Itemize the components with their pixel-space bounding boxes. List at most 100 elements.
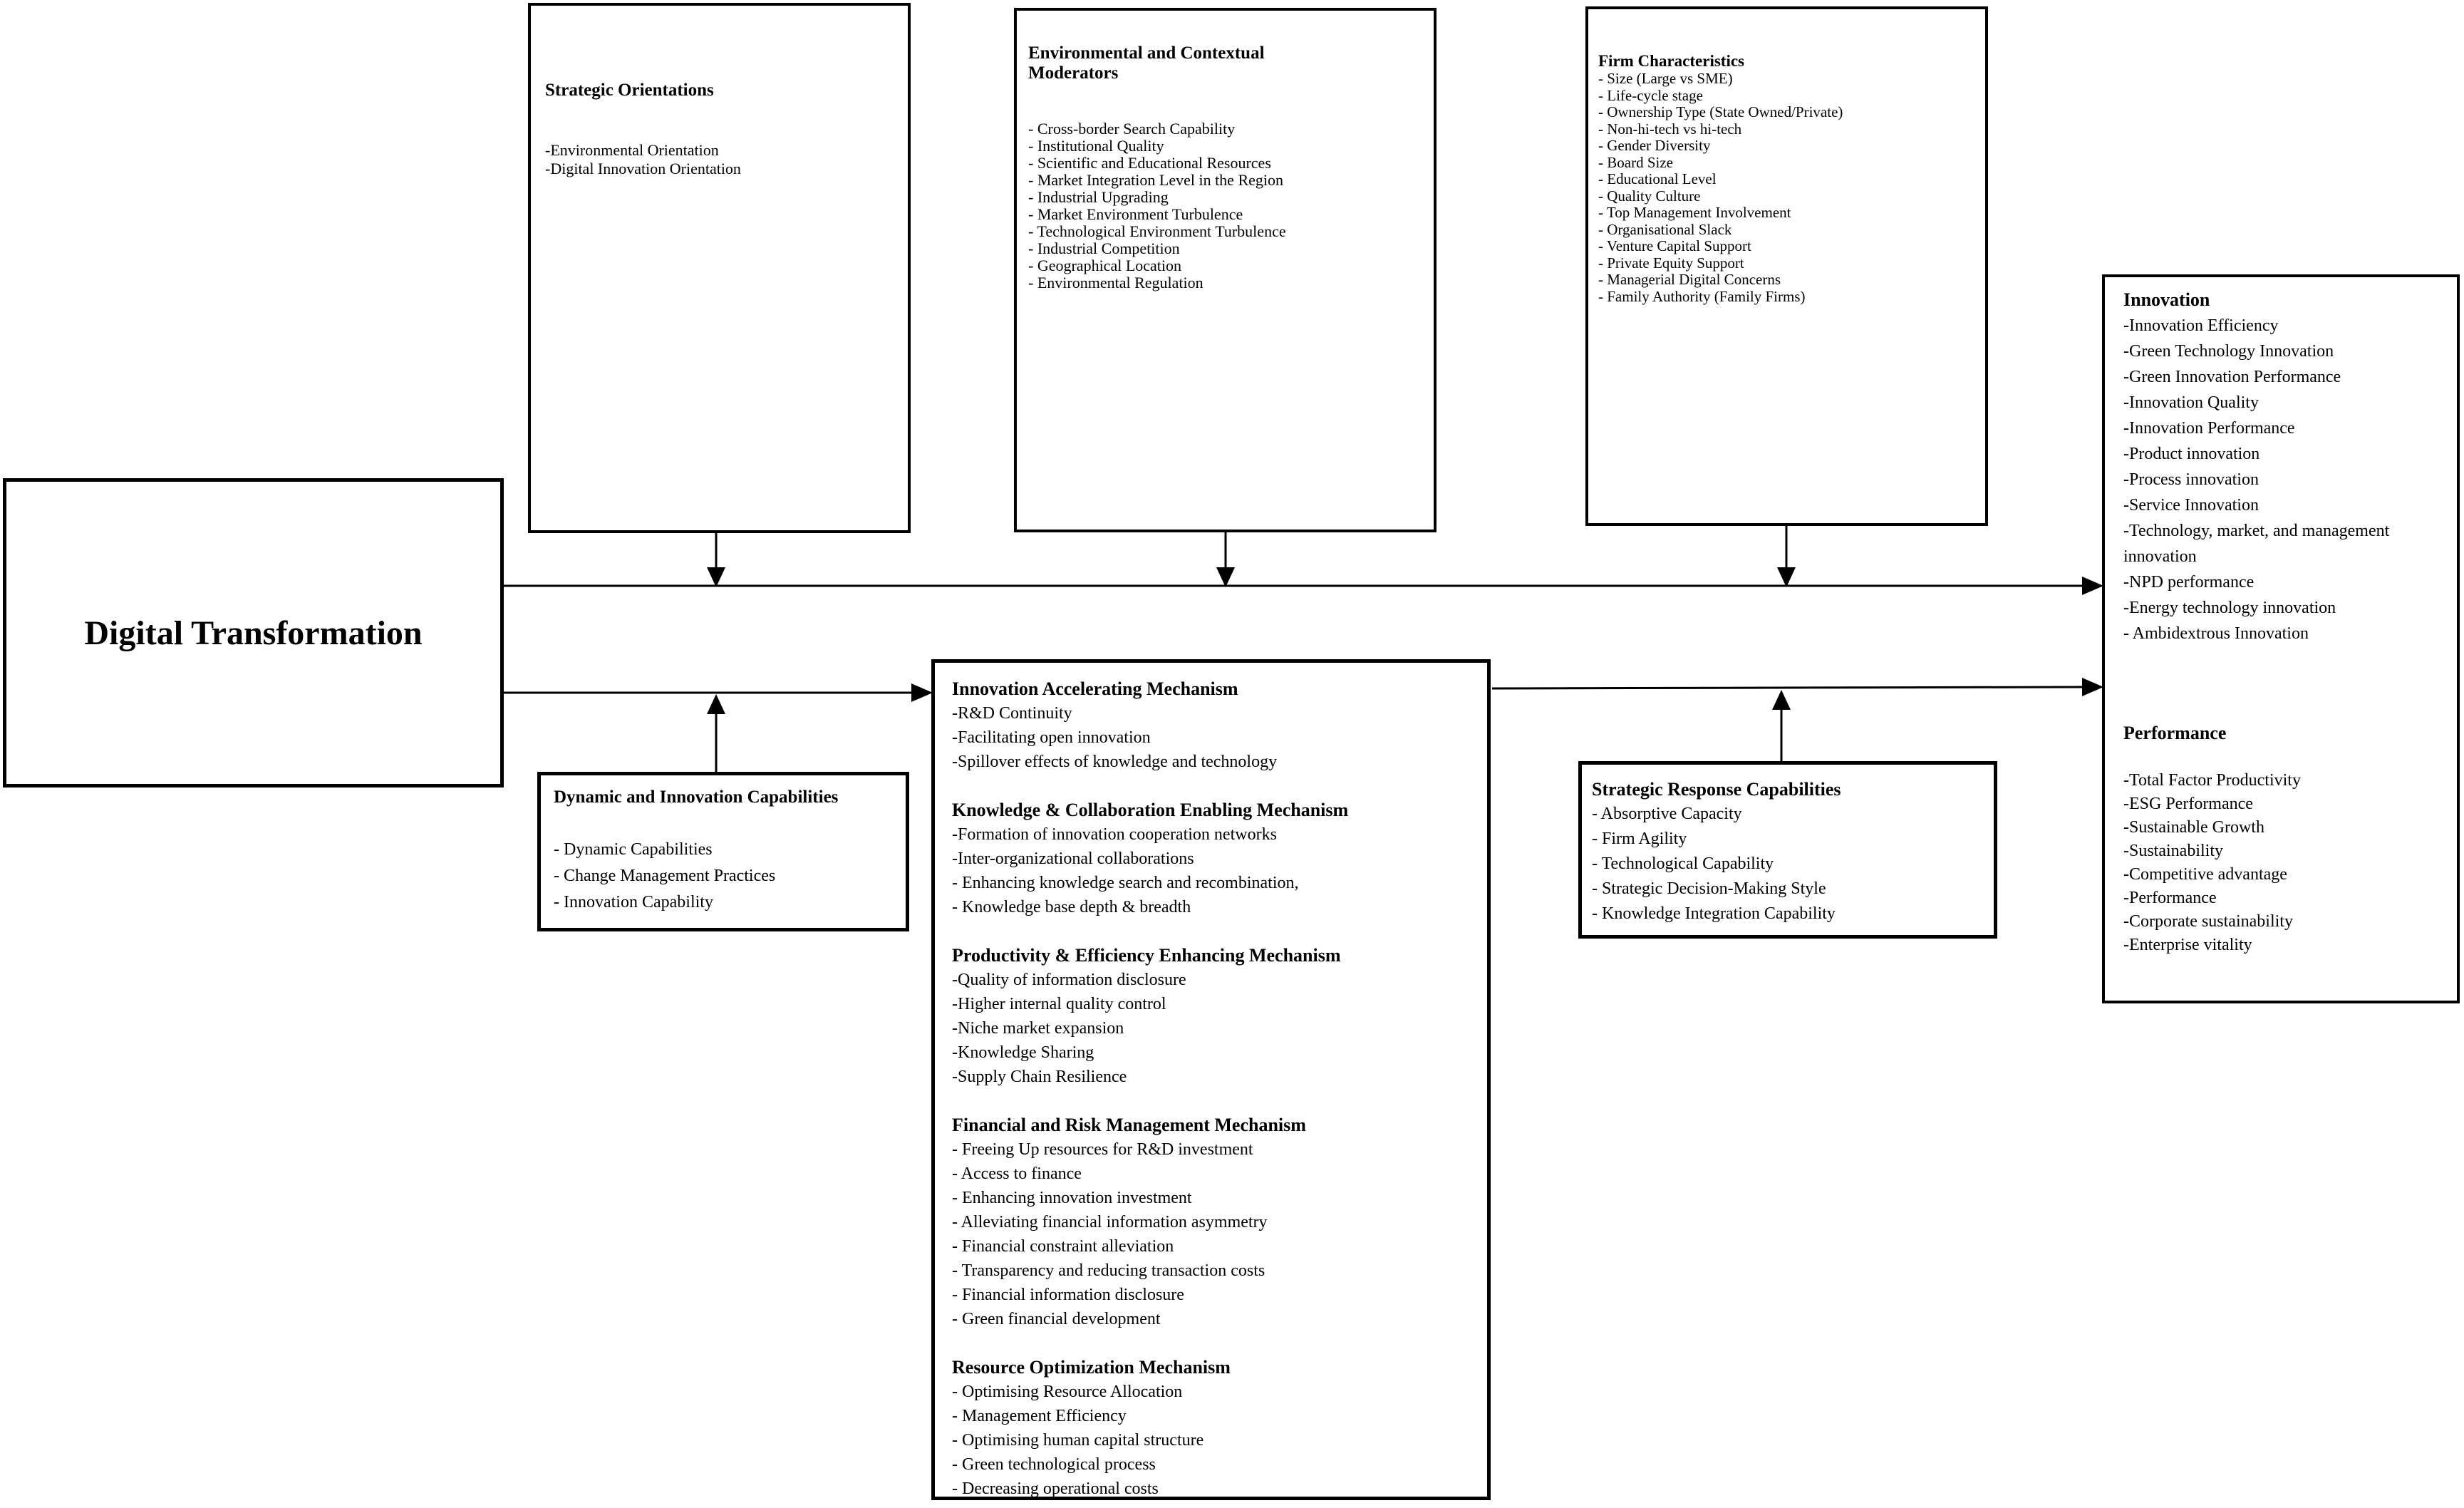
list-item: -Quality of information disclosure [952, 971, 1186, 989]
list-item: - Technological Capability [1592, 854, 1774, 873]
dynamic-innovation-capabilities-title: Dynamic and Innovation Capabilities [554, 787, 839, 807]
mechanisms-box: Innovation Accelerating Mechanism -R&D C… [931, 659, 1491, 1500]
mechanism-section-resource-optimization: Resource Optimization Mechanism - Optimi… [952, 1355, 1477, 1501]
dynamic-innovation-capabilities-list: - Dynamic Capabilities - Change Managemen… [554, 837, 899, 916]
list-item: -Formation of innovation cooperation net… [952, 825, 1277, 844]
list-item: - Knowledge base depth & breadth [952, 898, 1191, 916]
arrowhead-dynamic-capabilities [707, 694, 725, 714]
list-item: -Performance [2123, 889, 2217, 907]
list-item: - Strategic Decision-Making Style [1592, 879, 1826, 898]
innovation-title: Innovation [2123, 289, 2210, 310]
list-item: - Technological Environment Turbulence [1028, 222, 1286, 240]
arrow-line-mechanisms-to-performance [1491, 686, 2084, 690]
list-item: -Competitive advantage [2123, 865, 2287, 884]
list-item: - Private Equity Support [1598, 254, 1744, 272]
list-item: - Environmental Regulation [1028, 274, 1203, 291]
firm-characteristics-title: Firm Characteristics [1598, 52, 1745, 70]
list-item: - Optimising Resource Allocation [952, 1383, 1183, 1401]
list-item: - Firm Agility [1592, 830, 1687, 848]
list-item: - Managerial Digital Concerns [1598, 271, 1781, 288]
performance-title: Performance [2123, 723, 2227, 743]
list-item: - Financial constraint alleviation [952, 1237, 1174, 1256]
strategic-orientations-box: Strategic Orientations -Environmental Or… [528, 3, 911, 533]
list-item: -NPD performance [2123, 573, 2255, 592]
list-item: -Green Technology Innovation [2123, 342, 2334, 361]
arrowhead-dt-to-innovation [2082, 577, 2103, 595]
list-item: -Facilitating open innovation [952, 728, 1151, 747]
list-item: -ESG Performance [2123, 795, 2253, 813]
mechanism-section-productivity-efficiency: Productivity & Efficiency Enhancing Mech… [952, 944, 1477, 1089]
arrowhead-mechanisms-to-performance [2082, 678, 2103, 696]
mechanism-section-title: Resource Optimization Mechanism [952, 1357, 1231, 1378]
arrowhead-strategic-response [1772, 690, 1791, 710]
list-item: -Innovation Performance [2123, 419, 2295, 438]
list-item: -Inter-organizational collaborations [952, 849, 1194, 868]
list-item: - Size (Large vs SME) [1598, 70, 1733, 87]
list-item: - Alleviating financial information asym… [952, 1213, 1268, 1231]
list-item: - Family Authority (Family Firms) [1598, 287, 1806, 305]
list-item: - Change Management Practices [554, 867, 776, 885]
strategic-orientations-title: Strategic Orientations [545, 81, 714, 100]
firm-characteristics-list: - Size (Large vs SME)- Life-cycle stage-… [1598, 70, 1978, 305]
arrowhead-firm-characteristics [1777, 567, 1796, 587]
mechanism-section-knowledge-collaboration: Knowledge & Collaboration Enabling Mecha… [952, 798, 1477, 919]
dynamic-innovation-capabilities-box: Dynamic and Innovation Capabilities - Dy… [537, 772, 909, 931]
list-item: - Organisational Slack [1598, 220, 1732, 238]
list-item: - Scientific and Educational Resources [1028, 154, 1271, 172]
list-item: -Green Innovation Performance [2123, 368, 2341, 386]
list-item: - Industrial Competition [1028, 239, 1180, 257]
list-item: - Ambidextrous Innovation [2123, 624, 2309, 643]
digital-transformation-title: Digital Transformation [84, 614, 423, 652]
list-item: -Total Factor Productivity [2123, 771, 2301, 790]
list-item: - Dynamic Capabilities [554, 840, 713, 859]
list-item: - Knowledge Integration Capability [1592, 904, 1836, 923]
list-item: -Digital Innovation Orientation [545, 160, 741, 177]
mechanism-section-innovation-accelerating: Innovation Accelerating Mechanism -R&D C… [952, 677, 1477, 774]
strategic-response-capabilities-list: - Absorptive Capacity - Firm Agility - Tec… [1592, 802, 1987, 926]
digital-transformation-box: Digital Transformation [3, 478, 504, 787]
environmental-contextual-moderators-list: - Cross-border Search Capability- Instit… [1028, 120, 1425, 291]
list-item: -Energy technology innovation [2123, 599, 2336, 617]
mechanism-section-title: Productivity & Efficiency Enhancing Mech… [952, 945, 1341, 966]
list-item: - Absorptive Capacity [1592, 805, 1742, 823]
list-item: - Geographical Location [1028, 257, 1182, 274]
mechanism-section-title: Financial and Risk Management Mechanism [952, 1115, 1306, 1135]
environmental-contextual-moderators-box: Environmental and Contextual Moderators … [1014, 8, 1437, 532]
list-item: - Market Environment Turbulence [1028, 205, 1243, 223]
list-item: - Freeing Up resources for R&D investmen… [952, 1140, 1253, 1159]
firm-characteristics-box: Firm Characteristics - Size (Large vs SM… [1585, 6, 1988, 526]
list-item: - Transparency and reducing transaction … [952, 1261, 1265, 1280]
list-item: - Innovation Capability [554, 893, 713, 911]
strategic-response-capabilities-title: Strategic Response Capabilities [1592, 779, 1841, 800]
list-item: -Product innovation [2123, 445, 2260, 463]
mechanism-section-list: -R&D Continuity-Facilitating open innova… [952, 701, 1477, 774]
list-item: -Spillover effects of knowledge and tech… [952, 753, 1278, 771]
list-item: - Quality Culture [1598, 187, 1701, 205]
strategic-orientations-list: -Environmental Orientation-Digital Innov… [545, 141, 898, 178]
mechanism-section-list: - Freeing Up resources for R&D investmen… [952, 1137, 1477, 1331]
mechanism-section-title: Knowledge & Collaboration Enabling Mecha… [952, 800, 1349, 820]
list-item: -Sustainability [2123, 842, 2223, 860]
list-item: -Innovation Quality [2123, 393, 2259, 412]
list-item: - Educational Level [1598, 170, 1717, 187]
list-item: -Innovation Efficiency [2123, 316, 2279, 335]
list-item: -Knowledge Sharing [952, 1043, 1094, 1062]
list-item: - Cross-border Search Capability [1028, 120, 1236, 138]
list-item: -Sustainable Growth [2123, 818, 2264, 837]
list-item: - Enhancing innovation investment [952, 1189, 1192, 1207]
innovation-list: -Innovation Efficiency -Green Technology … [2123, 313, 2450, 646]
list-item: - Ownership Type (State Owned/Private) [1598, 103, 1843, 120]
mechanism-section-list: -Formation of innovation cooperation net… [952, 822, 1477, 919]
list-item: -Technology, market, and management inno… [2123, 522, 2390, 566]
arrowhead-dt-to-mechanisms [911, 683, 933, 702]
mechanism-section-list: -Quality of information disclosure-Highe… [952, 968, 1477, 1089]
list-item: -Corporate sustainability [2123, 912, 2293, 931]
list-item: - Institutional Quality [1028, 137, 1164, 155]
list-item: - Green financial development [952, 1310, 1161, 1328]
list-item: - Enhancing knowledge search and recombi… [952, 874, 1299, 892]
outcomes-box: Innovation -Innovation Efficiency -Green … [2102, 274, 2460, 1003]
list-item: - Decreasing operational costs [952, 1479, 1159, 1498]
list-item: - Top Management Involvement [1598, 204, 1791, 221]
mechanism-section-list: - Optimising Resource Allocation- Manage… [952, 1380, 1477, 1501]
